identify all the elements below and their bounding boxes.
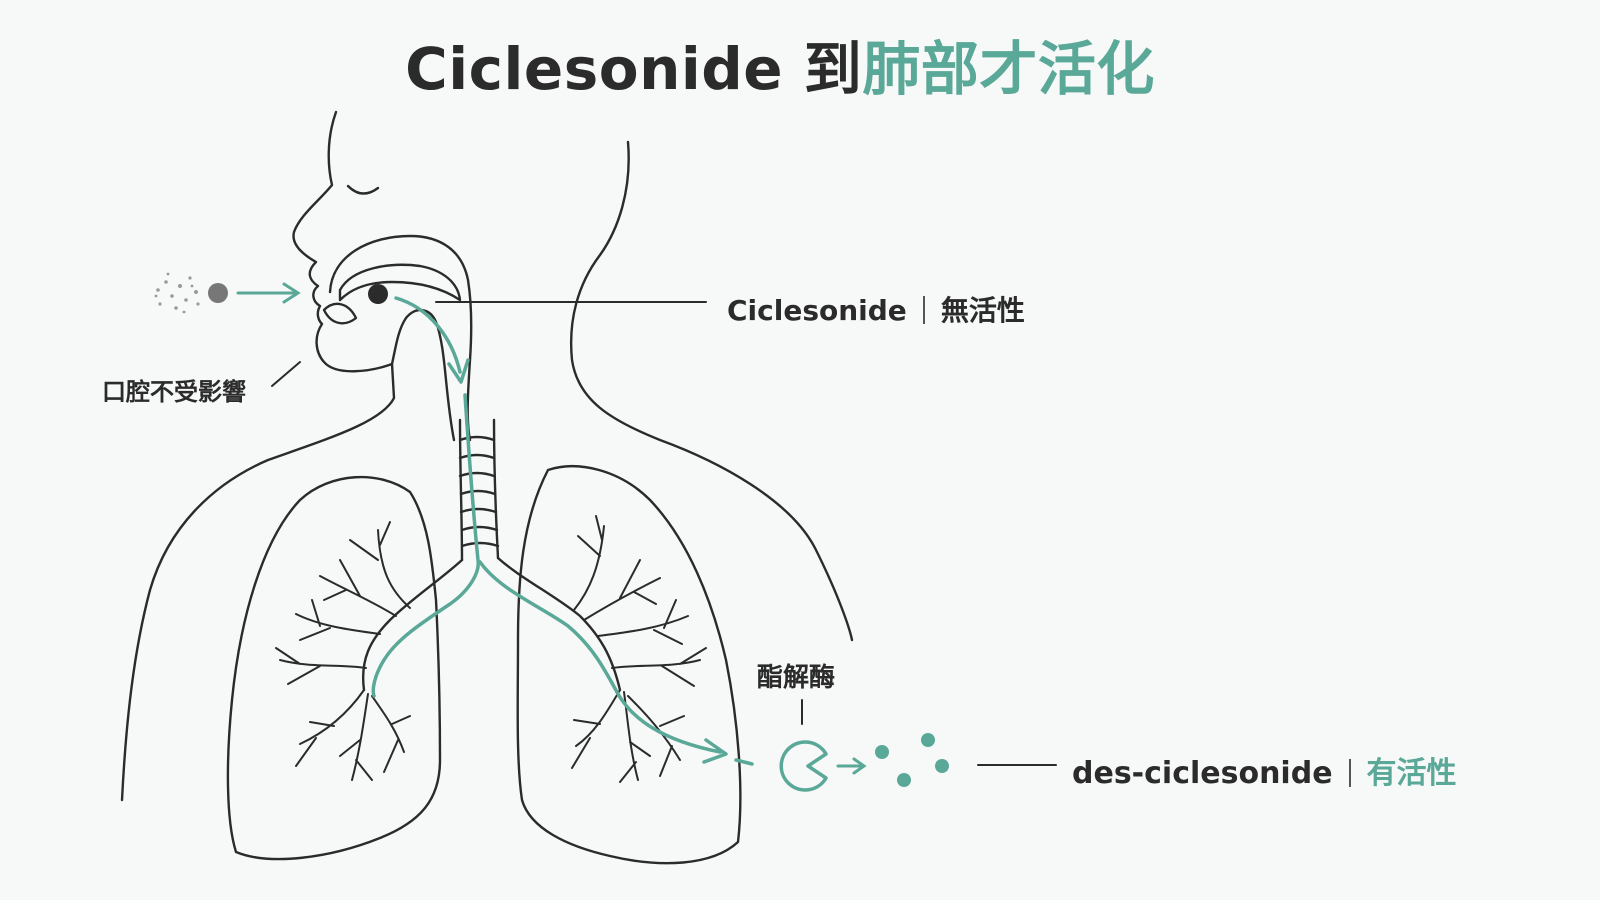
enzyme-pacman-icon [779, 740, 828, 792]
tongue [322, 302, 358, 325]
active-drug-name: des-ciclesonide [1072, 756, 1333, 791]
label-oral-unaffected: 口腔不受影響 [102, 378, 246, 406]
separator [922, 296, 925, 324]
drug-particle [208, 283, 228, 303]
title-main: Ciclesonide 到 [405, 35, 863, 103]
body-outline-right [569, 140, 854, 642]
left-bronchial-tree [275, 521, 411, 781]
right-bronchial-tree [571, 515, 707, 783]
label-active-drug: des-ciclesonide 有活性 [1072, 748, 1457, 792]
right-lung [516, 465, 742, 865]
inhaler-particles-icon [154, 272, 200, 314]
head-outline [120, 110, 396, 802]
label-inactive-drug: Ciclesonide 無活性 [727, 289, 1025, 329]
eye-icon [346, 184, 380, 195]
title-accent: 肺部才活化 [862, 35, 1155, 103]
inactive-state: 無活性 [940, 294, 1025, 327]
label-enzyme: 酯解酶 [757, 663, 836, 693]
bronchus-left [361, 558, 464, 692]
throat-front [390, 309, 456, 442]
trachea-rings [458, 435, 500, 548]
active-molecule-dots-icon [875, 733, 949, 787]
left-lung [226, 475, 442, 861]
inhale-arrow-icon [236, 282, 301, 304]
drug-in-mouth [368, 284, 388, 304]
inactive-drug-name: Ciclesonide [727, 294, 907, 327]
active-state: 有活性 [1366, 756, 1457, 791]
page-title: Ciclesonide 到肺部才活化 [0, 22, 1560, 106]
bronchus-right [496, 556, 622, 692]
separator [1348, 758, 1351, 787]
drug-path-arrow [371, 296, 754, 766]
palate [338, 263, 462, 302]
enzyme-arrow-icon [836, 757, 867, 775]
nasal-cavity [328, 234, 473, 442]
leader-line-oral [271, 361, 301, 387]
